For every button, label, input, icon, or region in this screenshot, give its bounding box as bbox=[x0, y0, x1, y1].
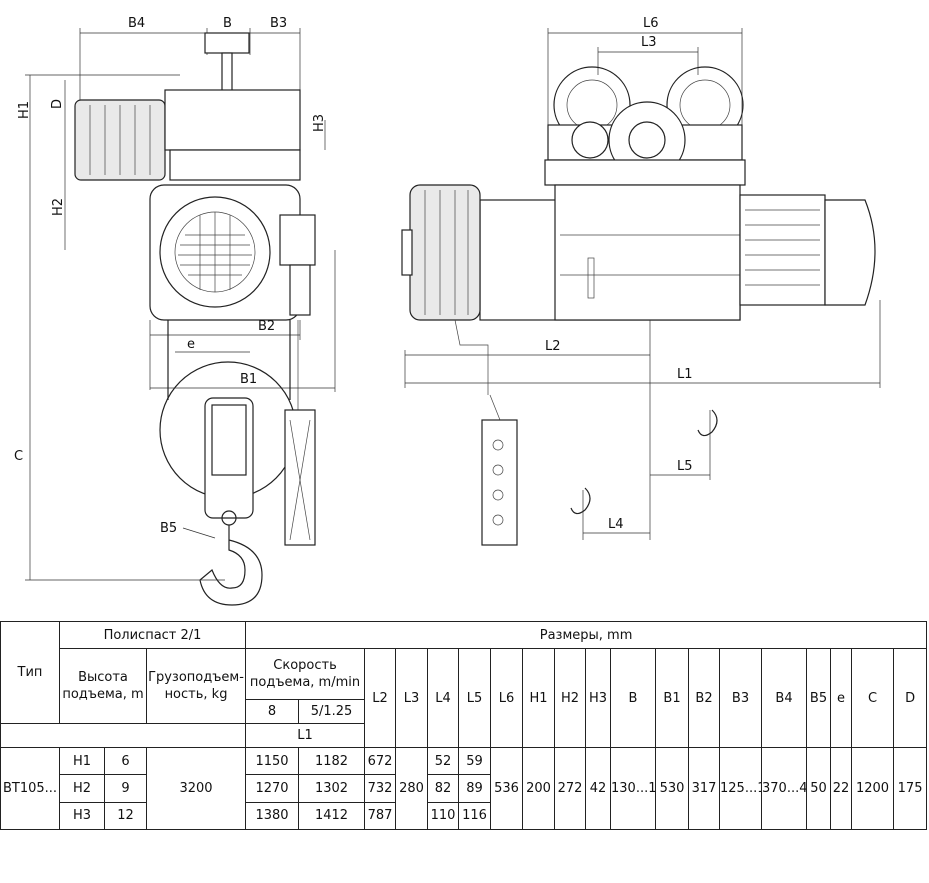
row-l5: 89 bbox=[458, 774, 492, 803]
value-l6: 536 bbox=[490, 747, 524, 830]
hoist-side-view: B4 B B3 H1 D H3 H2 bbox=[14, 16, 336, 606]
row-h: H2 bbox=[59, 774, 105, 803]
header-h1: H1 bbox=[522, 648, 556, 749]
row-l1b: 1412 bbox=[298, 801, 366, 831]
label-b5: B5 bbox=[160, 521, 177, 536]
value-b4: 370...435 bbox=[761, 747, 808, 830]
label-h1: H1 bbox=[17, 101, 32, 119]
header-e: e bbox=[830, 648, 853, 749]
header-c: C bbox=[851, 648, 895, 749]
header-d: D bbox=[893, 648, 928, 749]
row-m: 6 bbox=[104, 747, 147, 776]
spec-table: Тип Полиспаст 2/1 Размеры, mm Высота под… bbox=[0, 620, 928, 831]
row-l4: 52 bbox=[427, 747, 460, 776]
value-l3: 280 bbox=[395, 747, 429, 830]
header-l2: L2 bbox=[364, 648, 397, 749]
label-l4: L4 bbox=[608, 517, 624, 532]
header-l5: L5 bbox=[458, 648, 492, 749]
label-e: e bbox=[187, 337, 195, 352]
label-b1: B1 bbox=[240, 372, 257, 387]
row-l1a: 1270 bbox=[245, 774, 300, 803]
header-b1: B1 bbox=[655, 648, 690, 749]
header-b5: B5 bbox=[806, 648, 832, 749]
row-h: H3 bbox=[59, 801, 105, 831]
row-l5: 116 bbox=[458, 801, 492, 831]
label-h3: H3 bbox=[312, 114, 327, 132]
row-h: H1 bbox=[59, 747, 105, 776]
value-h1: 200 bbox=[522, 747, 556, 830]
header-h3: H3 bbox=[585, 648, 612, 749]
header-lift-height: Высота подъема, m bbox=[59, 648, 147, 724]
label-b4: B4 bbox=[128, 16, 145, 31]
row-l2: 732 bbox=[364, 774, 397, 803]
row-m: 9 bbox=[104, 774, 147, 803]
header-l4: L4 bbox=[427, 648, 460, 749]
value-b3: 125...105 bbox=[719, 747, 763, 830]
label-h2: H2 bbox=[51, 198, 66, 216]
hoist-technical-drawing: B4 B B3 H1 D H3 H2 bbox=[14, 16, 881, 606]
label-l6: L6 bbox=[643, 16, 659, 31]
row-l1a: 1150 bbox=[245, 747, 300, 776]
header-l1: L1 bbox=[245, 722, 366, 749]
label-b: B bbox=[223, 16, 232, 31]
row-l1a: 1380 bbox=[245, 801, 300, 831]
label-b2: B2 bbox=[258, 319, 275, 334]
label-d: D bbox=[50, 99, 65, 109]
header-speed-8: 8 bbox=[245, 698, 300, 724]
header-b2: B2 bbox=[688, 648, 721, 749]
header-h2: H2 bbox=[554, 648, 587, 749]
type-value: BT105... bbox=[0, 747, 60, 830]
label-b3: B3 bbox=[270, 16, 287, 31]
label-l5: L5 bbox=[677, 459, 693, 474]
row-l4: 82 bbox=[427, 774, 460, 803]
row-m: 12 bbox=[104, 801, 147, 831]
header-capacity: Грузоподъем-ность, kg bbox=[145, 648, 247, 724]
header-b: B bbox=[610, 648, 657, 749]
label-l2: L2 bbox=[545, 339, 561, 354]
row-l5: 59 bbox=[458, 747, 492, 776]
header-dims: Размеры, mm bbox=[245, 620, 928, 650]
label-l3: L3 bbox=[641, 35, 657, 50]
hoist-front-view: L6 L3 bbox=[401, 16, 881, 546]
header-l3: L3 bbox=[395, 648, 429, 749]
header-b3: B3 bbox=[719, 648, 763, 749]
header-l6: L6 bbox=[490, 648, 524, 749]
value-b: 130...150 bbox=[610, 747, 657, 830]
value-b2: 317 bbox=[688, 747, 721, 830]
row-l2: 672 bbox=[364, 747, 397, 776]
row-l4: 110 bbox=[427, 801, 460, 831]
row-l1b: 1302 bbox=[298, 774, 366, 803]
value-b1: 530 bbox=[655, 747, 690, 830]
row-l1b: 1182 bbox=[298, 747, 366, 776]
value-d: 175 bbox=[893, 747, 928, 830]
header-speed-5: 5/1.25 bbox=[298, 698, 366, 724]
header-b4: B4 bbox=[761, 648, 808, 749]
capacity-value: 3200 bbox=[145, 747, 247, 830]
header-type: Тип bbox=[0, 621, 60, 724]
value-h3: 42 bbox=[585, 747, 612, 830]
label-l1: L1 bbox=[677, 367, 693, 382]
row-l2: 787 bbox=[364, 801, 397, 831]
header-pulley: Полиспаст 2/1 bbox=[58, 620, 247, 650]
value-h2: 272 bbox=[554, 747, 587, 830]
fan-grille bbox=[178, 212, 252, 292]
value-c: 1200 bbox=[851, 747, 895, 830]
header-speed: Скорость подъема, m/min bbox=[245, 648, 366, 700]
value-e: 22 bbox=[830, 747, 853, 830]
label-c: C bbox=[14, 449, 23, 464]
value-b5: 50 bbox=[806, 747, 832, 830]
